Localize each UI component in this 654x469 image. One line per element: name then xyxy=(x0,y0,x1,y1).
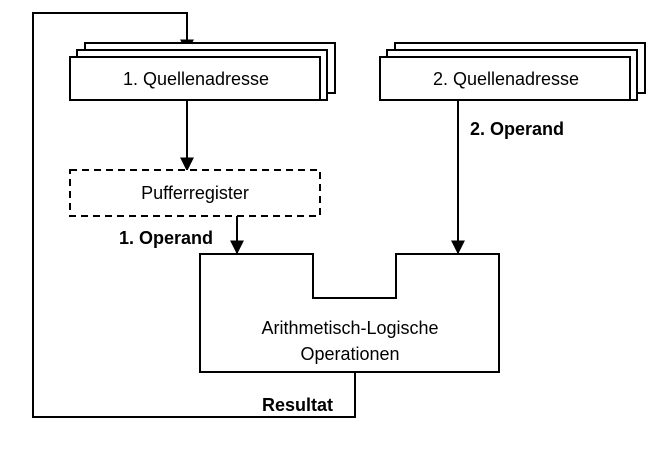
result-label: Resultat xyxy=(262,395,333,415)
alu-label-line2: Operationen xyxy=(300,344,399,364)
source2-label: 2. Quellenadresse xyxy=(433,69,579,89)
alu-label-line1: Arithmetisch-Logische xyxy=(261,318,438,338)
source1-label: 1. Quellenadresse xyxy=(123,69,269,89)
operand1-label: 1. Operand xyxy=(119,228,213,248)
buffer-register-box xyxy=(69,169,321,217)
alu-box xyxy=(199,253,500,373)
buffer-register-label: Pufferregister xyxy=(141,183,249,203)
source2-stack xyxy=(379,42,646,101)
operand2-label: 2. Operand xyxy=(470,119,564,139)
feedback-line xyxy=(32,12,356,418)
source1-stack xyxy=(69,42,336,101)
